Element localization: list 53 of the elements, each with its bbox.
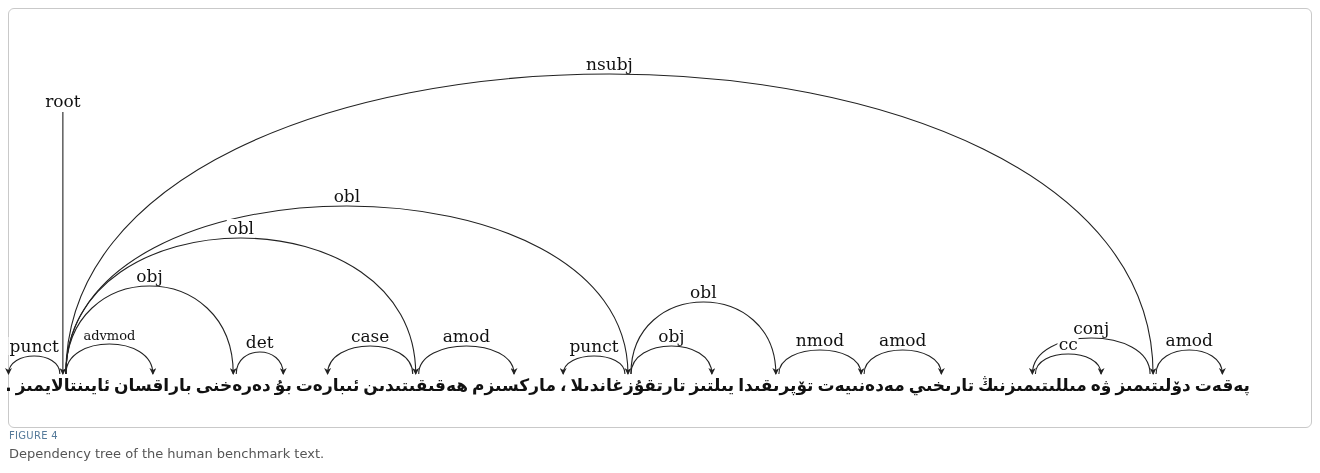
figure-number: FIGURE 4 bbox=[9, 430, 58, 441]
word: ۋە bbox=[1090, 374, 1112, 396]
word: بۇ bbox=[274, 374, 292, 396]
word: تۆپرىقىدا bbox=[738, 374, 814, 396]
edge-label: obl bbox=[226, 219, 256, 237]
word: ھەقىقىتىدىن bbox=[363, 374, 469, 396]
word: يىلتىز bbox=[689, 374, 735, 396]
word: ماركسىزم bbox=[472, 374, 556, 396]
word: مىللىتىمىزنىڭ bbox=[978, 374, 1087, 396]
word: دۆلىتىمىز bbox=[1115, 374, 1191, 396]
edge-label: obj bbox=[657, 327, 686, 345]
word: . bbox=[5, 374, 12, 396]
caption: Dependency tree of the human benchmark text. bbox=[9, 446, 325, 461]
word: تارىخىي bbox=[908, 374, 975, 396]
dependency-arc bbox=[1030, 337, 1151, 375]
edge-label: advmod bbox=[82, 329, 137, 343]
edge-label: obj bbox=[135, 267, 164, 285]
edge-label: nsubj bbox=[585, 55, 634, 73]
word: پەقەت bbox=[1194, 374, 1250, 396]
dependency-arc bbox=[325, 345, 414, 375]
dependency-arc bbox=[630, 301, 779, 375]
dependency-arc bbox=[863, 349, 944, 375]
dependency-arc bbox=[630, 345, 715, 375]
edge-label: punct bbox=[8, 337, 60, 355]
root-arrow bbox=[59, 111, 67, 375]
dependency-arc bbox=[6, 355, 61, 375]
edge-label: obl bbox=[332, 187, 362, 205]
edge-label: obl bbox=[689, 283, 718, 301]
word: ، bbox=[559, 374, 567, 396]
edge-label: cc bbox=[1057, 335, 1079, 353]
dependency-arc bbox=[1155, 349, 1225, 375]
dependency-arc bbox=[65, 285, 236, 375]
word: مەدەنىيەت bbox=[817, 374, 905, 396]
edge-label: root bbox=[44, 92, 82, 110]
edge-label: conj bbox=[1072, 319, 1111, 337]
dependency-arc bbox=[1034, 353, 1104, 375]
edge-label: det bbox=[244, 333, 275, 351]
dependency-arc bbox=[418, 345, 517, 375]
word: ئايىنتالايمىز bbox=[15, 374, 111, 396]
dependency-arc bbox=[65, 343, 156, 375]
edge-label: amod bbox=[1164, 331, 1214, 349]
word: دەرەخنى bbox=[195, 374, 271, 396]
edge-label: amod bbox=[878, 331, 928, 349]
word: باراقسان bbox=[114, 374, 192, 396]
word: تارتقۇزغاندىلا bbox=[570, 374, 686, 396]
word: ئىبارەت bbox=[295, 374, 360, 396]
dependency-arc bbox=[65, 237, 419, 375]
edge-label: nmod bbox=[794, 331, 846, 349]
dependency-arc bbox=[778, 349, 864, 375]
edge-label: amod bbox=[441, 327, 492, 345]
dependency-arc bbox=[561, 355, 626, 375]
edge-label: punct bbox=[568, 337, 620, 355]
dependency-arc bbox=[235, 351, 286, 375]
